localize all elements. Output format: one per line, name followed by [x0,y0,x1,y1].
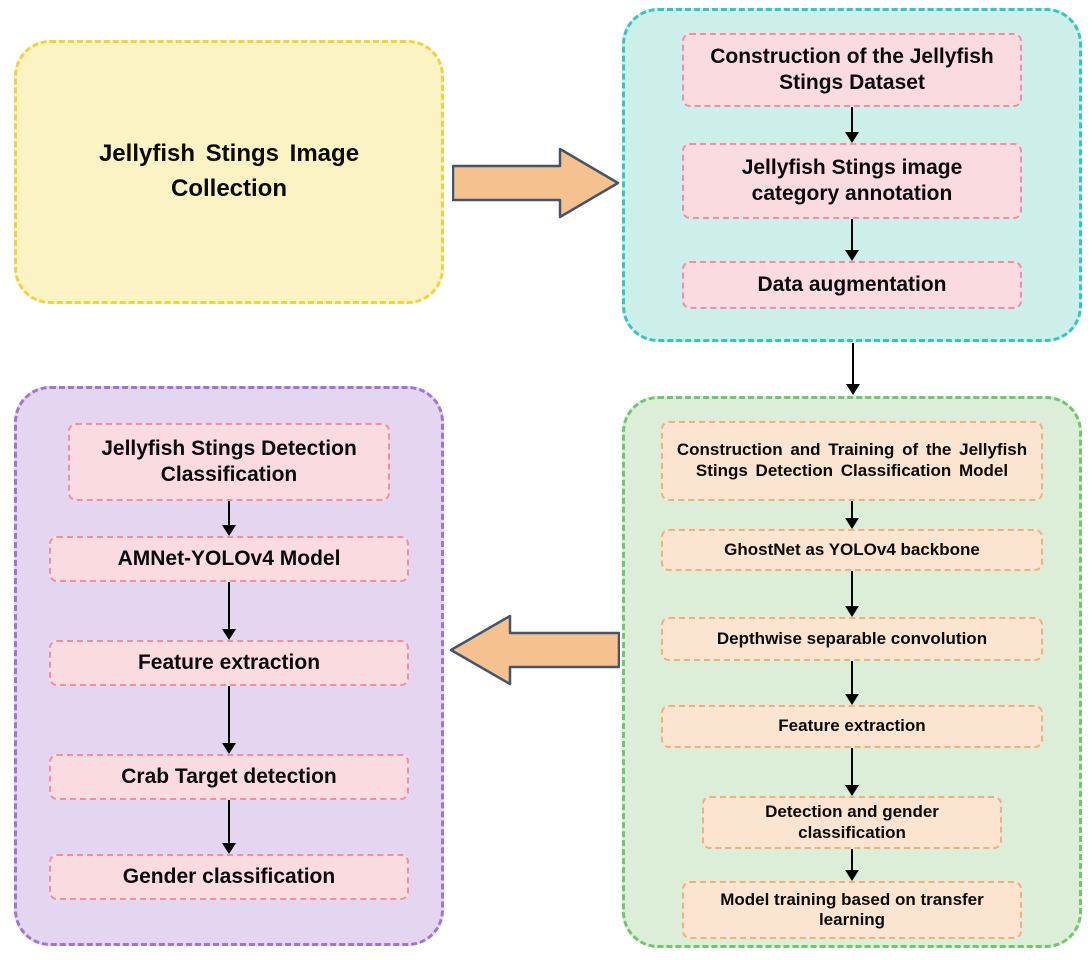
down-arrow-icon [221,686,237,754]
flow-step-model-construction: Construction and Training of the Jellyfi… [661,421,1043,501]
down-arrow-icon [844,501,860,529]
arrow-line [852,343,854,384]
panel-image-collection: Jellyfish Stings Image Collection [14,40,444,304]
flow-step-feature-extraction-model: Feature extraction [661,705,1043,748]
arrow-line [851,849,853,871]
arrow-head [222,843,236,854]
image-collection-title: Jellyfish Stings Image Collection [98,140,360,202]
down-arrow-icon [221,501,237,536]
arrow-line [228,501,230,525]
arrow-head [222,525,236,536]
arrow-head [845,606,859,617]
down-arrow-connector-icon [845,343,861,395]
arrow-line [851,219,853,250]
down-arrow-icon [844,748,860,796]
flow-step-dataset-construction: Construction of the Jellyfish Stings Dat… [682,33,1022,107]
arrow-head [845,518,859,529]
arrow-head [846,384,860,395]
down-arrow-icon [844,849,860,882]
flow-step-feature-extraction: Feature extraction [49,640,409,686]
down-arrow-icon [844,661,860,705]
flow-step-detection-classification: Jellyfish Stings Detection Classificatio… [68,423,390,501]
flow-step-ghostnet-backbone: GhostNet as YOLOv4 backbone [661,529,1043,571]
arrow-line [228,800,230,843]
arrow-line [228,582,230,629]
flow-step-data-augmentation: Data augmentation [682,261,1022,309]
down-arrow-icon [221,800,237,854]
arrow-line [851,748,853,785]
arrow-head [222,743,236,754]
flow-step-depthwise-convolution: Depthwise separable convolution [661,617,1043,661]
arrow-head [845,250,859,261]
panel-dataset-construction: Construction of the Jellyfish Stings Dat… [622,8,1082,342]
down-arrow-icon [221,582,237,640]
arrow-head [222,629,236,640]
panel-model-training: Construction and Training of the Jellyfi… [622,396,1082,948]
flow-step-gender-classification: Gender classification [49,854,409,900]
arrow-line [851,571,853,606]
panel-detection-classification: Jellyfish Stings Detection Classificatio… [14,386,444,946]
arrow-line [851,661,853,694]
down-arrow-icon [844,107,860,143]
flow-step-detection-gender-classification: Detection and gender classification [702,796,1002,850]
arrow-line [851,107,853,132]
arrow-line [851,501,853,518]
flow-step-crab-target-detection: Crab Target detection [49,754,409,800]
down-arrow-icon [844,219,860,261]
flow-step-category-annotation: Jellyfish Stings image category annotati… [682,143,1022,219]
left-block-arrow-icon [449,614,620,686]
arrow-line [228,686,230,743]
arrow-head [845,694,859,705]
right-block-arrow-icon [452,147,620,219]
flow-step-transfer-learning: Model training based on transfer learnin… [682,881,1022,940]
down-arrow-icon [844,571,860,617]
arrow-head [845,870,859,882]
arrow-head [845,132,859,143]
flow-step-amnet-yolov4: AMNet-YOLOv4 Model [49,536,409,582]
arrow-head [845,785,859,796]
